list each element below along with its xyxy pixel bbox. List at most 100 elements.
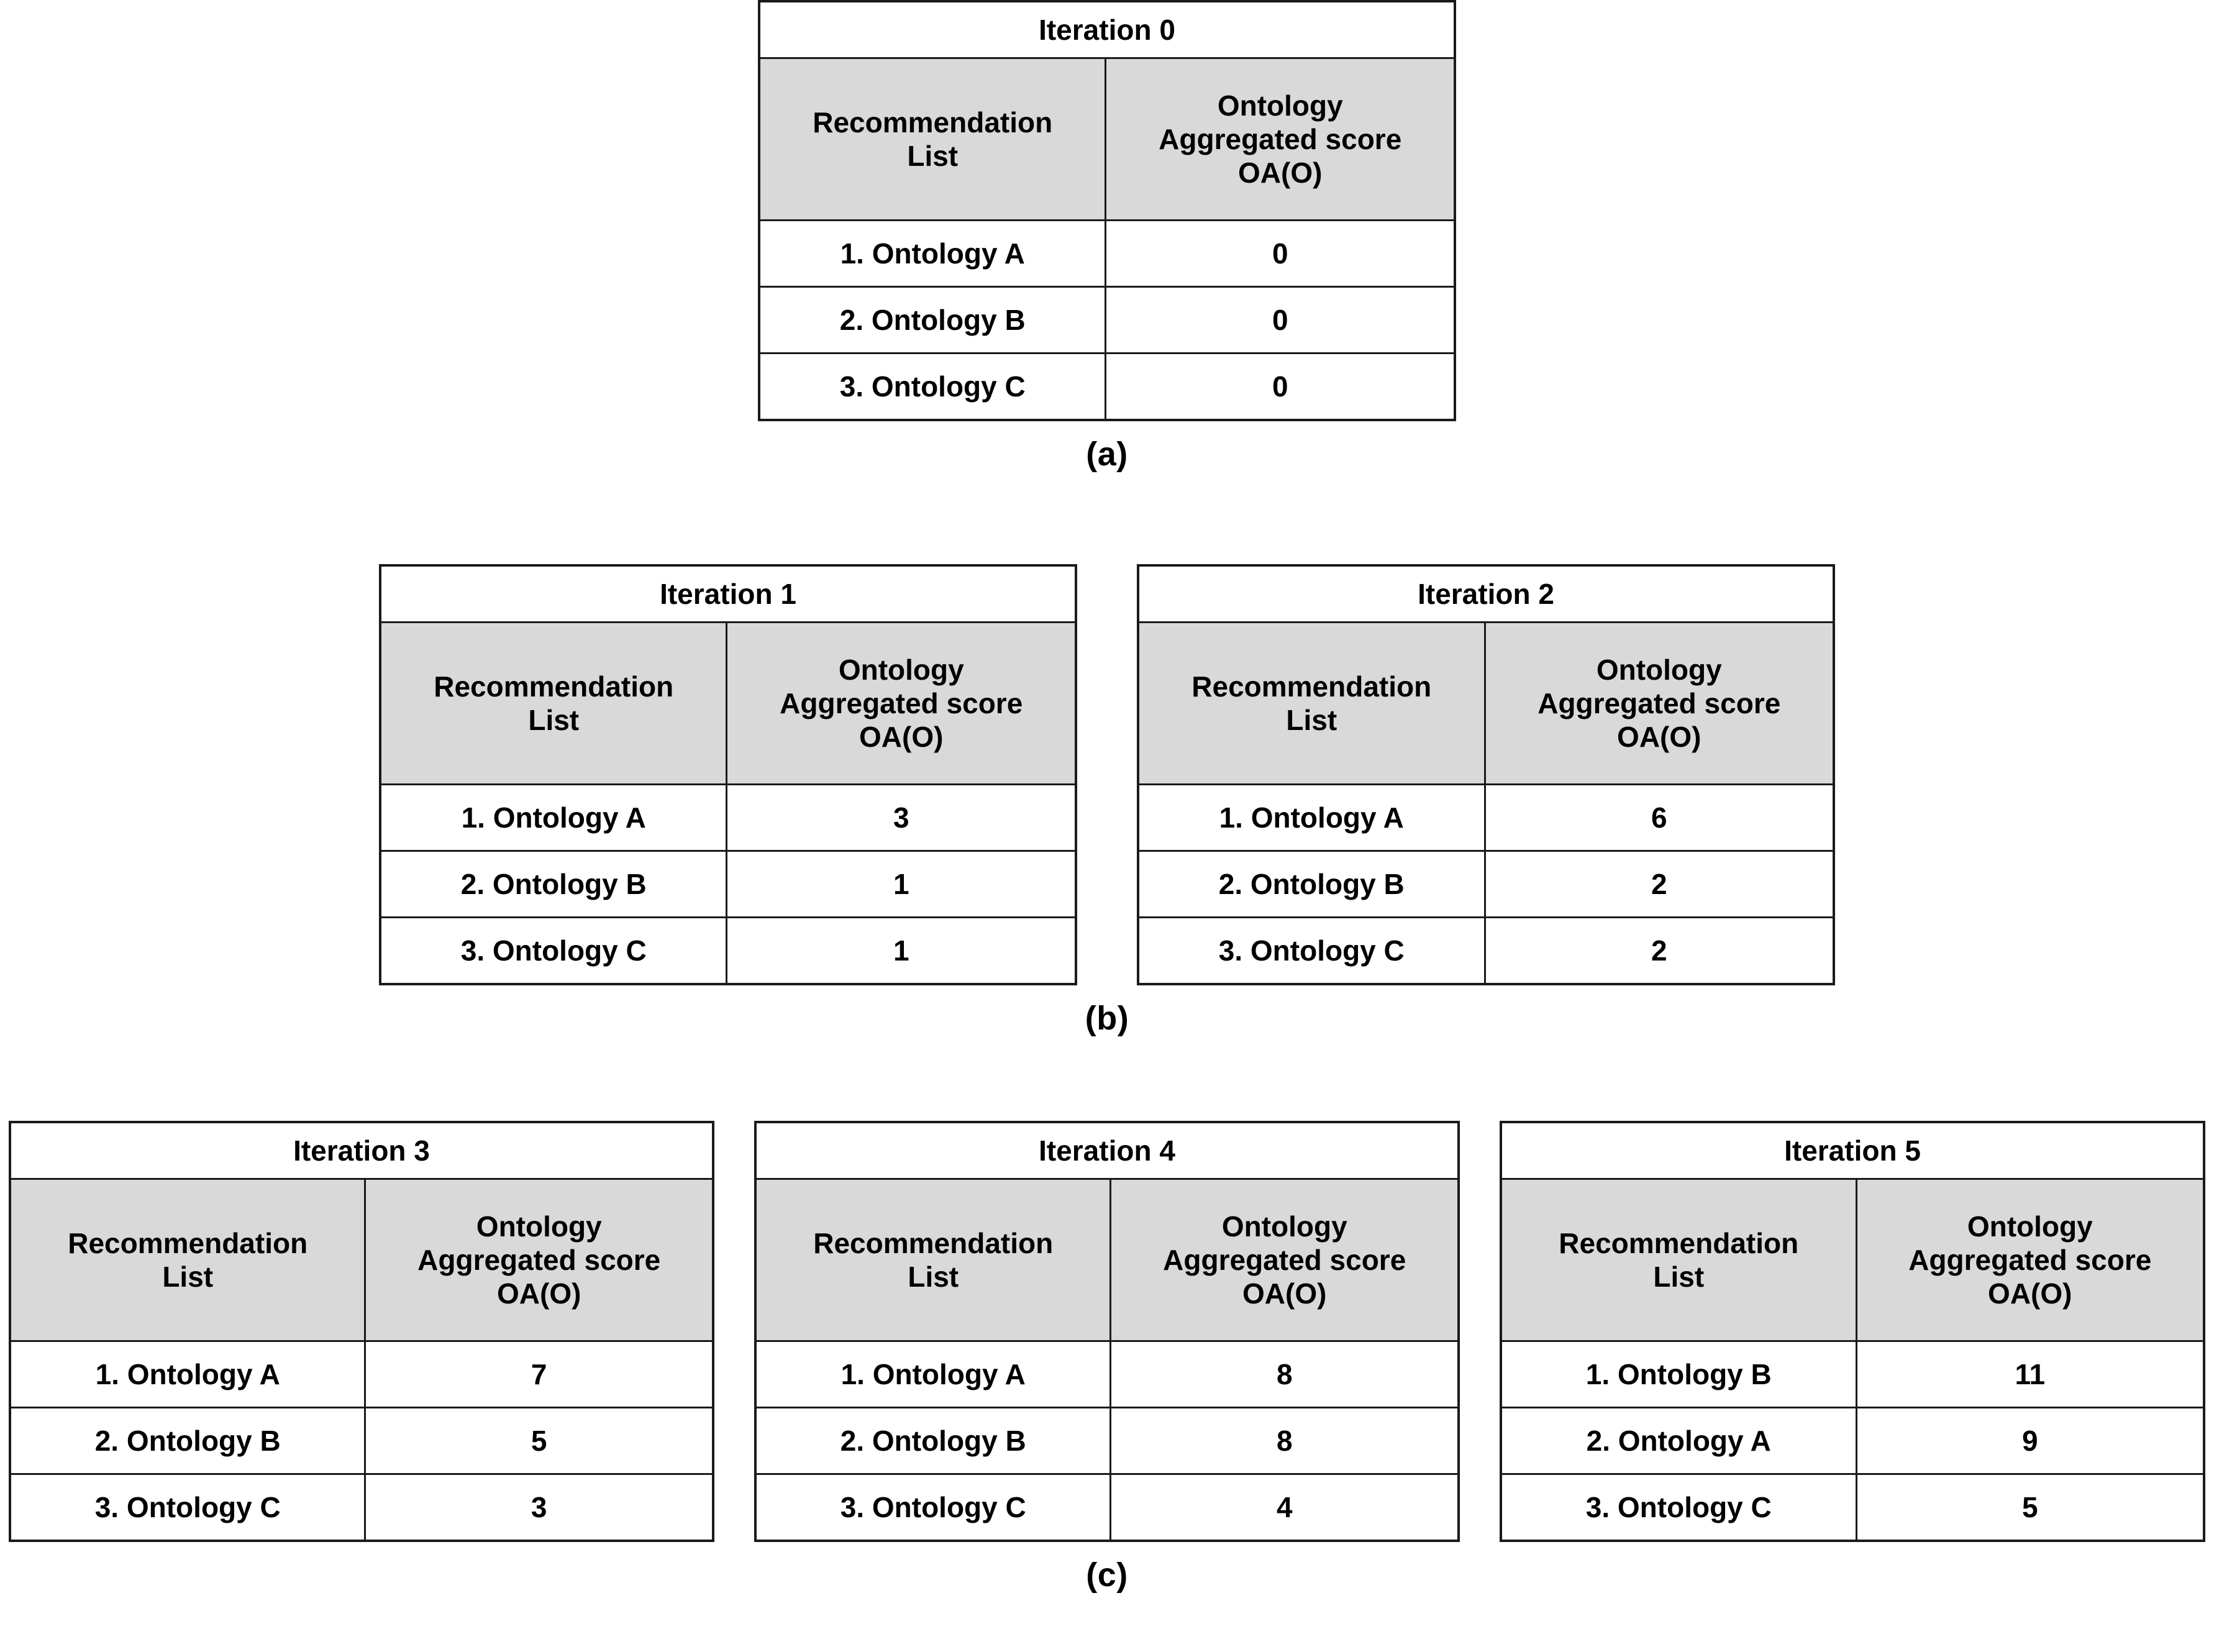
recommendation-item: 2. Ontology B [754, 1407, 1112, 1475]
header-line: List [908, 1261, 959, 1293]
recommendation-item: 3. Ontology C [379, 916, 728, 985]
table-title-row: Iteration 1 [379, 564, 1077, 623]
aggregated-score-value: 4 [1109, 1473, 1460, 1542]
header-line: OA(O) [1242, 1277, 1327, 1310]
aggregated-score-value: 11 [1855, 1340, 2205, 1408]
table-header-row: Recommendation List Ontology Aggregated … [379, 621, 1077, 785]
recommendation-item: 1. Ontology B [1500, 1340, 1857, 1408]
recommendation-item: 2. Ontology B [1137, 850, 1486, 918]
iteration-table: Iteration 3 Recommendation List Ontology… [8, 1121, 714, 1542]
table-row: 1. Ontology A 6 [1137, 783, 1835, 852]
recommendation-item: 3. Ontology C [1137, 916, 1486, 985]
iteration-table: Iteration 1 Recommendation List Ontology… [378, 564, 1077, 985]
group-caption-b: (b) [1085, 1000, 1129, 1037]
table-row: 2. Ontology A 9 [1500, 1407, 2205, 1475]
column-header-aggregated-score: Ontology Aggregated score OA(O) [1105, 57, 1456, 221]
table-header-row: Recommendation List Ontology Aggregated … [758, 57, 1456, 221]
header-line: Recommendation [1559, 1226, 1799, 1259]
aggregated-score-value: 3 [364, 1473, 714, 1542]
recommendation-item: 1. Ontology A [754, 1340, 1112, 1408]
figure-group-c: Iteration 3 Recommendation List Ontology… [0, 1121, 2214, 1594]
table-header-row: Recommendation List Ontology Aggregated … [1137, 621, 1835, 785]
aggregated-score-value: 2 [1483, 916, 1835, 985]
header-line: Aggregated score [1163, 1243, 1406, 1276]
table-row: 2. Ontology B 5 [9, 1407, 714, 1475]
table-title-row: Iteration 3 [9, 1121, 714, 1180]
column-header-recommendation-list: Recommendation List [1137, 621, 1486, 785]
table-row: 3. Ontology C 3 [9, 1473, 714, 1542]
header-line: Ontology [1217, 89, 1343, 122]
header-line: Recommendation [68, 1226, 308, 1259]
aggregated-score-value: 1 [726, 850, 1077, 918]
group-caption-c: (c) [1086, 1556, 1128, 1594]
aggregated-score-value: 7 [364, 1340, 714, 1408]
column-header-recommendation-list: Recommendation List [754, 1178, 1112, 1342]
table-title: Iteration 5 [1500, 1121, 2205, 1180]
column-header-aggregated-score: Ontology Aggregated score OA(O) [1109, 1178, 1460, 1342]
header-line: OA(O) [859, 721, 944, 754]
table-row: 2. Ontology B 0 [758, 286, 1456, 354]
header-line: OA(O) [1238, 157, 1323, 189]
table-row: 3. Ontology C 0 [758, 352, 1456, 421]
group-caption-a: (a) [1086, 436, 1128, 473]
table-title: Iteration 3 [9, 1121, 714, 1180]
table-row: 1. Ontology A 8 [754, 1340, 1460, 1408]
column-header-recommendation-list: Recommendation List [9, 1178, 367, 1342]
aggregated-score-value: 0 [1105, 352, 1456, 421]
header-line: Recommendation [813, 106, 1053, 139]
header-line: List [162, 1261, 214, 1293]
aggregated-score-value: 8 [1109, 1340, 1460, 1408]
table-title-row: Iteration 0 [758, 0, 1456, 59]
table-row: 1. Ontology A 3 [379, 783, 1077, 852]
header-line: Ontology [838, 653, 964, 686]
header-line: Ontology [476, 1210, 602, 1243]
aggregated-score-value: 0 [1105, 219, 1456, 288]
header-line: List [907, 140, 959, 172]
table-title-row: Iteration 4 [754, 1121, 1460, 1180]
column-header-aggregated-score: Ontology Aggregated score OA(O) [726, 621, 1077, 785]
recommendation-item: 2. Ontology B [379, 850, 728, 918]
header-line: Recommendation [434, 670, 674, 703]
aggregated-score-value: 9 [1855, 1407, 2205, 1475]
figure-group-a: Iteration 0 Recommendation List Ontology… [0, 0, 2214, 473]
table-row-wrap-c: Iteration 3 Recommendation List Ontology… [0, 1121, 2214, 1542]
table-title: Iteration 1 [379, 564, 1077, 623]
header-line: Recommendation [1191, 670, 1432, 703]
iteration-table: Iteration 2 Recommendation List Ontology… [1137, 564, 1836, 985]
aggregated-score-value: 6 [1483, 783, 1835, 852]
aggregated-score-value: 1 [726, 916, 1077, 985]
recommendation-item: 1. Ontology A [1137, 783, 1486, 852]
table-row: 2. Ontology B 2 [1137, 850, 1835, 918]
header-line: Aggregated score [780, 687, 1023, 719]
figure-group-b: Iteration 1 Recommendation List Ontology… [0, 564, 2214, 1038]
table-row: 3. Ontology C 5 [1500, 1473, 2205, 1542]
table-row: 1. Ontology B 11 [1500, 1340, 2205, 1408]
table-row: 3. Ontology C 1 [379, 916, 1077, 985]
recommendation-item: 3. Ontology C [9, 1473, 367, 1542]
header-line: Ontology [1967, 1210, 2093, 1243]
table-title: Iteration 0 [758, 0, 1456, 59]
aggregated-score-value: 3 [726, 783, 1077, 852]
column-header-recommendation-list: Recommendation List [379, 621, 728, 785]
header-line: Ontology [1221, 1210, 1347, 1243]
header-line: Aggregated score [1159, 122, 1402, 155]
column-header-aggregated-score: Ontology Aggregated score OA(O) [1483, 621, 1835, 785]
aggregated-score-value: 5 [364, 1407, 714, 1475]
header-line: Ontology [1596, 653, 1722, 686]
table-row: 3. Ontology C 2 [1137, 916, 1835, 985]
aggregated-score-value: 5 [1855, 1473, 2205, 1542]
header-line: Aggregated score [417, 1243, 661, 1276]
header-line: OA(O) [1617, 721, 1702, 754]
column-header-recommendation-list: Recommendation List [1500, 1178, 1857, 1342]
header-line: OA(O) [497, 1277, 581, 1310]
table-row: 1. Ontology A 0 [758, 219, 1456, 288]
table-row: 1. Ontology A 7 [9, 1340, 714, 1408]
header-line: Recommendation [813, 1226, 1054, 1259]
table-title-row: Iteration 5 [1500, 1121, 2205, 1180]
aggregated-score-value: 2 [1483, 850, 1835, 918]
iteration-table: Iteration 0 Recommendation List Ontology… [757, 0, 1456, 421]
column-header-aggregated-score: Ontology Aggregated score OA(O) [364, 1178, 714, 1342]
column-header-recommendation-list: Recommendation List [758, 57, 1107, 221]
table-title-row: Iteration 2 [1137, 564, 1835, 623]
aggregated-score-value: 0 [1105, 286, 1456, 354]
